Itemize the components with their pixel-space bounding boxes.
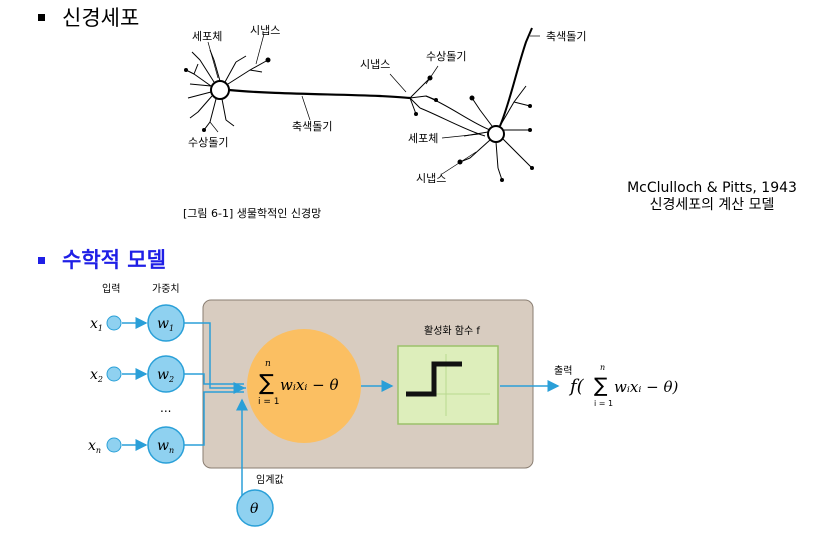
section-title-neuron: 신경세포 <box>62 6 140 30</box>
input-x1-sub: 1 <box>98 324 103 333</box>
step-function-shape <box>406 361 462 397</box>
label-axon: 축색돌기 <box>292 120 332 133</box>
weight-w1-sub: 1 <box>169 324 174 333</box>
label-synapse-mid: 시냅스 <box>360 58 390 71</box>
right-soma-shape <box>487 125 505 143</box>
svg-text:xn: xn <box>88 438 101 455</box>
label-axon-right: 축색돌기 <box>546 30 587 43</box>
section-title-math: 수학적 모델 <box>62 248 166 272</box>
ellipsis: ... <box>160 401 171 415</box>
label-dendrite-left: 수상돌기 <box>188 136 228 149</box>
input-node-n <box>106 437 122 453</box>
svg-text:w2: w2 <box>157 367 174 384</box>
threshold-symbol: θ <box>250 501 259 517</box>
figure-caption: [그림 6-1] 생물학적인 신경망 <box>183 207 322 220</box>
label-synapse-left: 시냅스 <box>250 24 280 37</box>
svg-text:∑: ∑ <box>259 371 274 396</box>
summation-node <box>247 329 361 443</box>
bullet-icon <box>38 14 45 21</box>
svg-text:wn: wn <box>157 438 174 455</box>
weight-w2-sub: 2 <box>168 375 174 384</box>
output-expression-prefix: f( <box>568 376 585 397</box>
input-x2: x <box>90 367 98 383</box>
svg-text:x2: x2 <box>90 367 103 384</box>
input-x1: x <box>90 316 98 332</box>
sum-upper: n <box>265 359 271 369</box>
input-x2-sub: 2 <box>97 375 103 384</box>
credit-line-1: McClulloch & Pitts, 1943 <box>627 180 797 196</box>
output-label: 출력 <box>554 365 572 377</box>
weight-header: 가중치 <box>152 283 180 295</box>
label-soma-right: 세포체 <box>408 132 438 145</box>
output-expression-body: wᵢxᵢ − θ) <box>614 378 678 396</box>
left-soma-shape <box>210 80 230 100</box>
input-xn-sub: n <box>96 446 101 455</box>
axon-shape <box>228 88 411 100</box>
svg-text:w1: w1 <box>157 316 174 333</box>
threshold-label: 임계값 <box>256 473 284 486</box>
sum-lower: i = 1 <box>258 397 280 407</box>
bullet-icon <box>38 257 45 264</box>
svg-text:x1: x1 <box>90 316 103 333</box>
activation-box <box>397 345 499 425</box>
weight-wn: w <box>157 438 169 454</box>
input-header: 입력 <box>102 282 120 295</box>
weight-w2: w <box>157 367 169 383</box>
activation-label: 활성화 함수 f <box>424 324 480 337</box>
input-node-1 <box>106 315 122 331</box>
credit-line-2: 신경세포의 계산 모델 <box>649 197 775 213</box>
label-dendrite-mid: 수상돌기 <box>426 50 466 63</box>
output-sum-upper: n <box>600 363 605 372</box>
neuron-figure: 세포체 시냅스 수상돌기 축색돌기 시냅스 수상돌기 세포체 시냅스 <box>184 24 540 185</box>
input-xn: x <box>88 438 96 454</box>
input-node-2 <box>106 366 122 382</box>
perceptron-diagram: 입력 가중치 x1 w1 x2 w2 ... xn wn ∑ n <box>88 282 678 527</box>
label-soma-left: 세포체 <box>192 30 222 43</box>
svg-text:∑: ∑ <box>594 373 608 397</box>
weight-wn-sub: n <box>169 446 174 455</box>
threshold-node <box>236 489 274 527</box>
sum-expression: wᵢxᵢ − θ <box>280 376 338 394</box>
weight-w1: w <box>157 316 169 332</box>
label-synapse-bottom: 시냅스 <box>416 172 446 185</box>
output-sum-lower: i = 1 <box>594 399 613 408</box>
